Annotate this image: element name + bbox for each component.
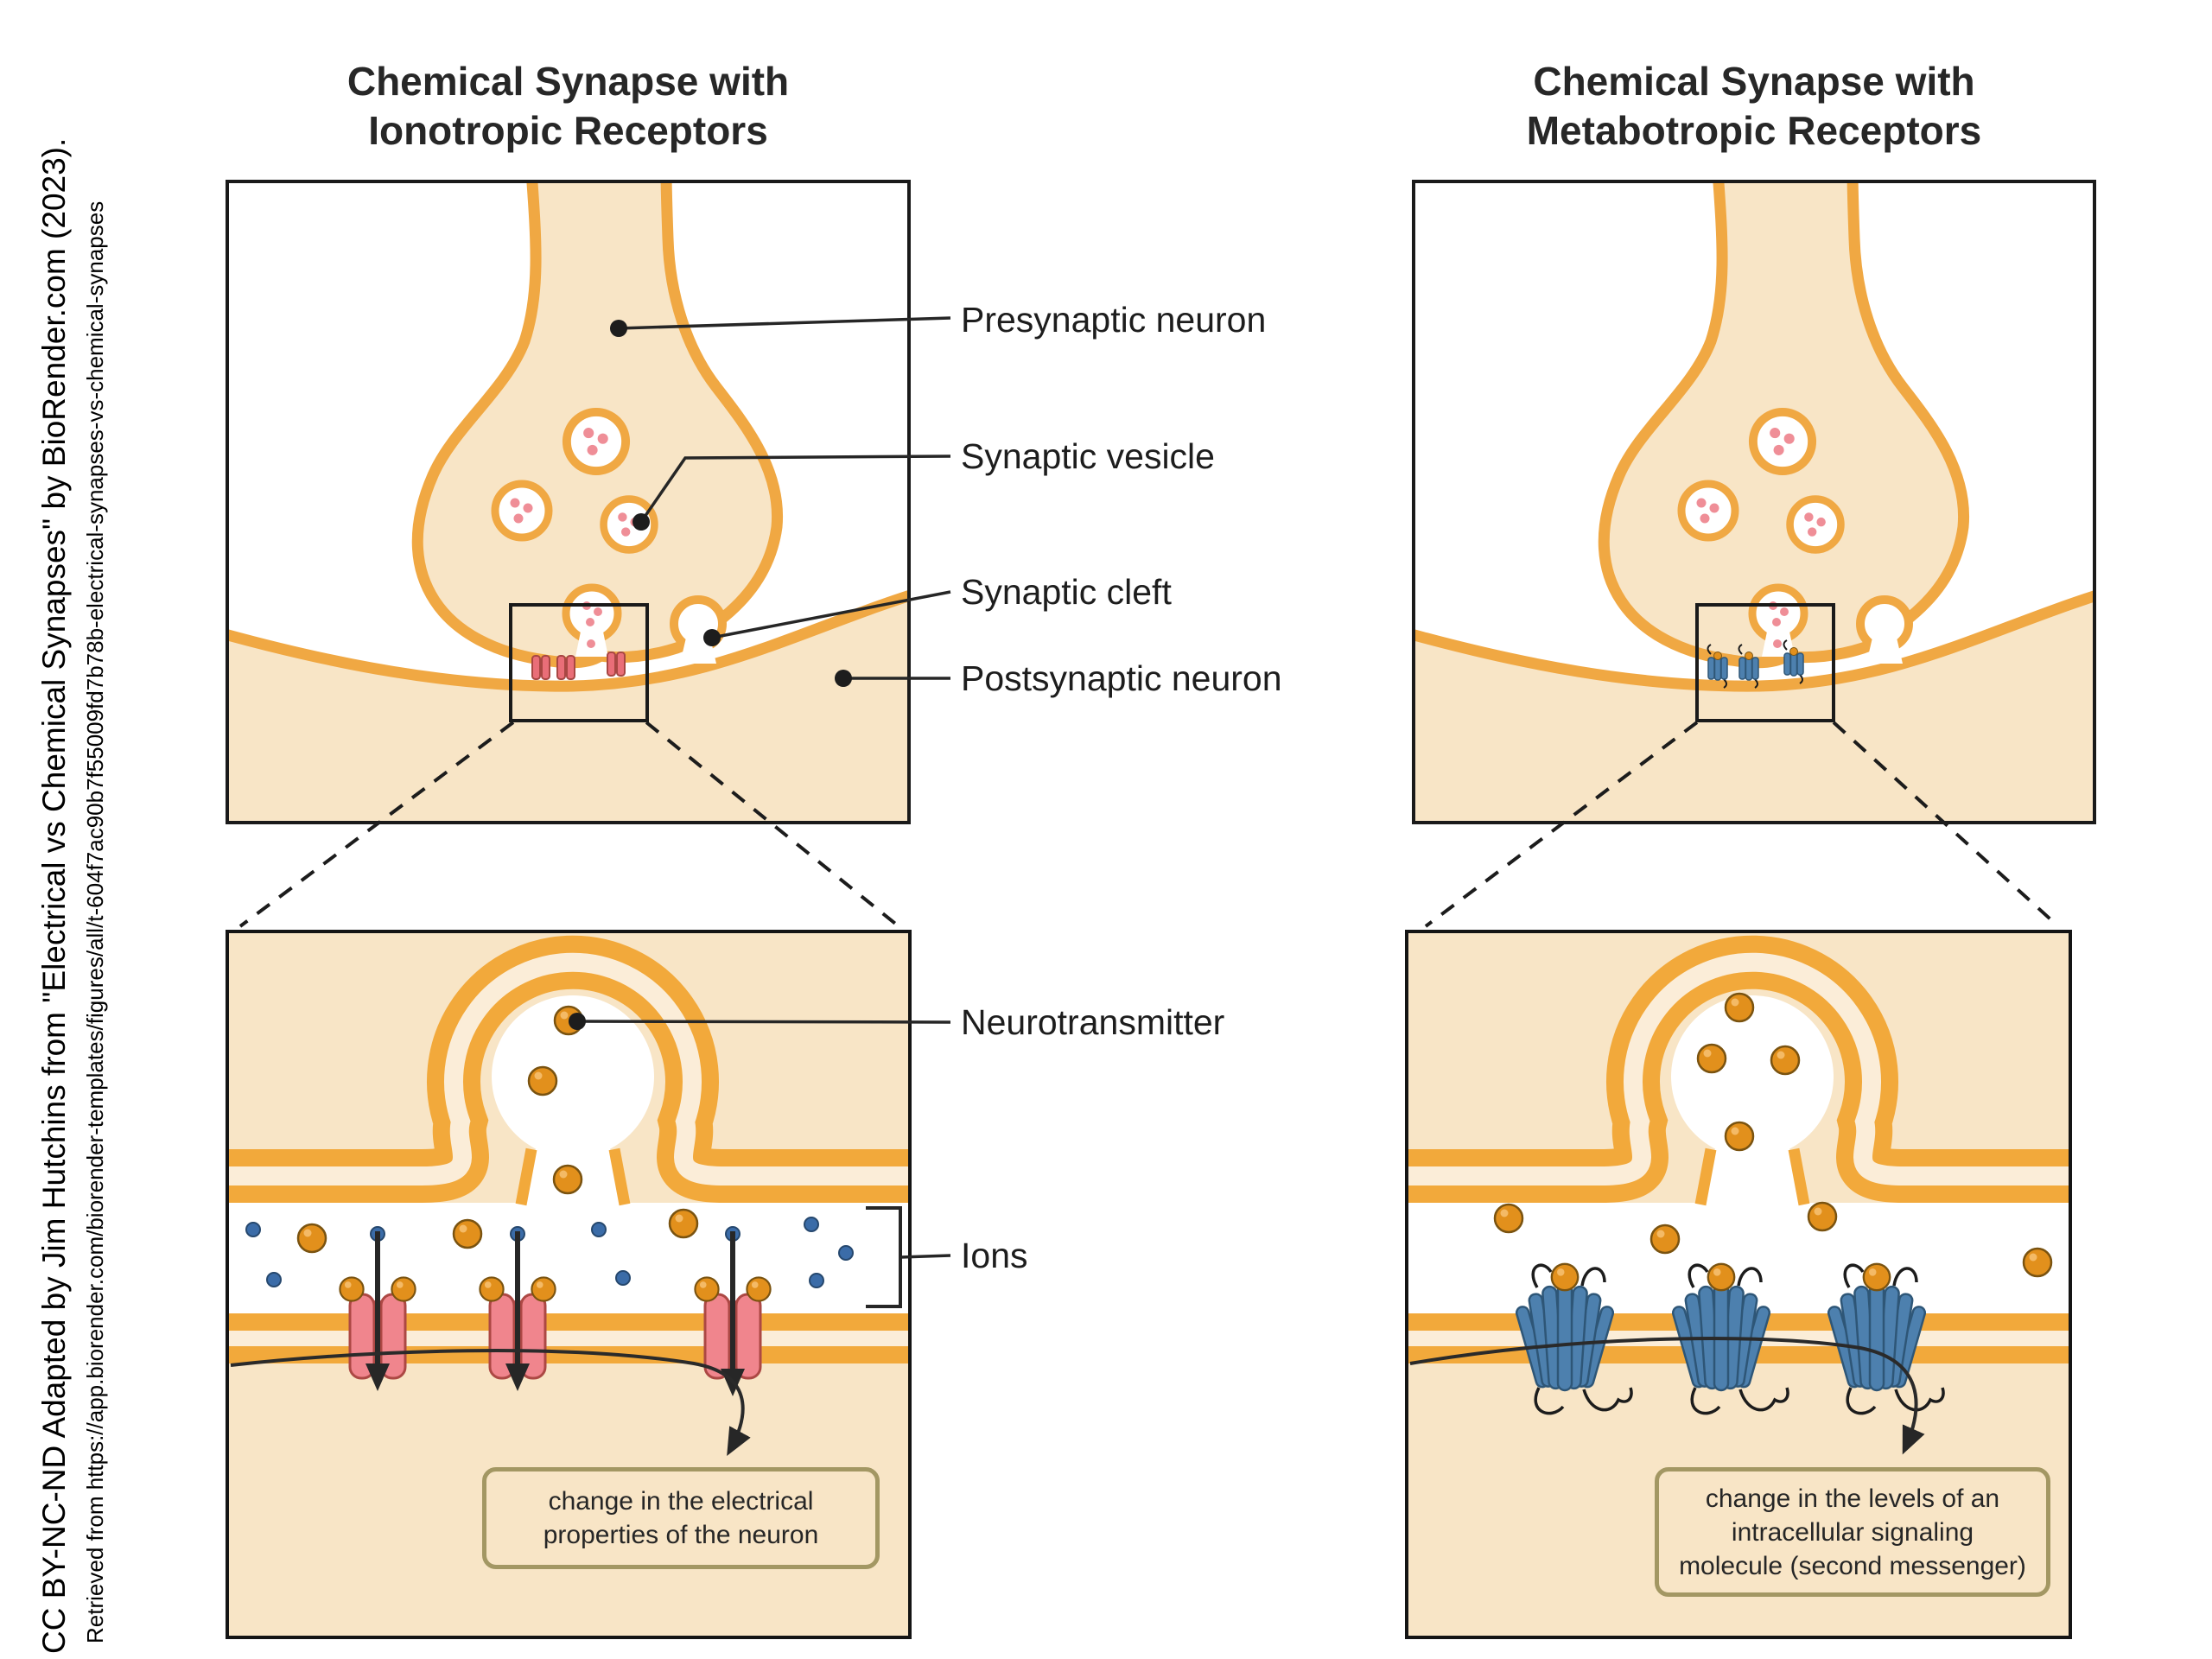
synapse-overview-art — [1405, 171, 2105, 838]
synapse-overview-art — [219, 171, 918, 838]
ion-icon — [809, 1273, 824, 1288]
label-postsynaptic-neuron: Postsynaptic neuron — [961, 658, 1282, 698]
label-presynaptic-neuron: Presynaptic neuron — [961, 300, 1267, 340]
ionotropic-title-line2: Ionotropic Receptors — [368, 108, 768, 153]
neurotransmitter-icon — [2022, 1247, 2053, 1278]
metabotropic-outcome-line3: molecule (second messenger) — [1679, 1551, 2026, 1580]
ionotropic-outcome-line1: change in the electrical — [548, 1487, 814, 1516]
metabotropic-title-line2: Metabotropic Receptors — [1526, 108, 1982, 153]
ionotropic-zoom-border — [226, 930, 912, 1639]
neurotransmitter-icon — [552, 1164, 583, 1195]
ion-icon — [245, 1222, 261, 1237]
metabotropic-overview-panel — [1405, 171, 2105, 838]
ion-icon — [591, 1222, 607, 1237]
ion-icon — [615, 1270, 631, 1286]
ionotropic-outcome-line2: properties of the neuron — [543, 1521, 819, 1549]
neurotransmitter-icon — [668, 1208, 699, 1239]
neurotransmitter-icon — [1724, 992, 1755, 1023]
metabotropic-zoom-panel — [1398, 931, 2098, 1637]
source-url-text: Retrieved from https://app.biorender.com… — [82, 200, 108, 1643]
neurotransmitter-icon — [296, 1223, 327, 1254]
neurotransmitter-icon — [1493, 1203, 1524, 1234]
label-synaptic-vesicle: Synaptic vesicle — [961, 436, 1215, 476]
ion-flow-arrows — [365, 1231, 745, 1396]
neurotransmitter-icon — [527, 1065, 558, 1096]
leader-dots — [569, 320, 852, 1030]
neurotransmitter-icon — [1770, 1045, 1801, 1076]
ionotropic-receptor-icon — [556, 655, 575, 680]
ionotropic-overview-border — [226, 180, 911, 824]
outcome-arrow — [230, 1349, 751, 1457]
label-neurotransmitter: Neurotransmitter — [961, 1002, 1225, 1042]
ionotropic-panel-title: Chemical Synapse with Ionotropic Recepto… — [227, 57, 909, 156]
metabotropic-zoom-border — [1405, 930, 2072, 1639]
neurotransmitter-icon — [452, 1218, 483, 1249]
metabotropic-outcome-box: change in the levels of an intracellular… — [1655, 1467, 2050, 1597]
label-synaptic-cleft: Synaptic cleft — [961, 572, 1172, 612]
ion-icon — [838, 1245, 854, 1261]
magnification-dashed-lines — [238, 721, 2060, 928]
neurotransmitter-icon — [1649, 1224, 1681, 1255]
neurotransmitter-icon — [1724, 1121, 1755, 1152]
metabotropic-panel-title: Chemical Synapse with Metabotropic Recep… — [1414, 57, 2094, 156]
license-credit-text: CC BY-NC-ND Adapted by Jim Hutchins from… — [36, 137, 72, 1654]
ionotropic-receptor-icon — [531, 655, 550, 680]
label-ions: Ions — [961, 1236, 1028, 1275]
ionotropic-overview-panel — [219, 171, 918, 838]
ionotropic-outcome-box: change in the electrical properties of t… — [482, 1467, 880, 1569]
ion-icon — [266, 1272, 282, 1287]
metabotropic-outcome-line2: intracellular signaling — [1731, 1517, 1974, 1547]
leader-lines — [576, 316, 951, 1308]
ionotropic-zoom-panel — [219, 931, 918, 1637]
ionotropic-title-line1: Chemical Synapse with — [346, 59, 790, 104]
neurotransmitter-icon — [1696, 1043, 1727, 1074]
metabotropic-title-line1: Chemical Synapse with — [1533, 59, 1975, 104]
metabotropic-overview-border — [1412, 180, 2096, 824]
outcome-arrow — [1409, 1337, 1925, 1455]
neurotransmitter-icon — [1807, 1201, 1838, 1232]
ion-icon — [804, 1217, 819, 1232]
ionotropic-receptor-icon — [607, 652, 626, 677]
metabotropic-outcome-line1: change in the levels of an — [1705, 1484, 2000, 1513]
